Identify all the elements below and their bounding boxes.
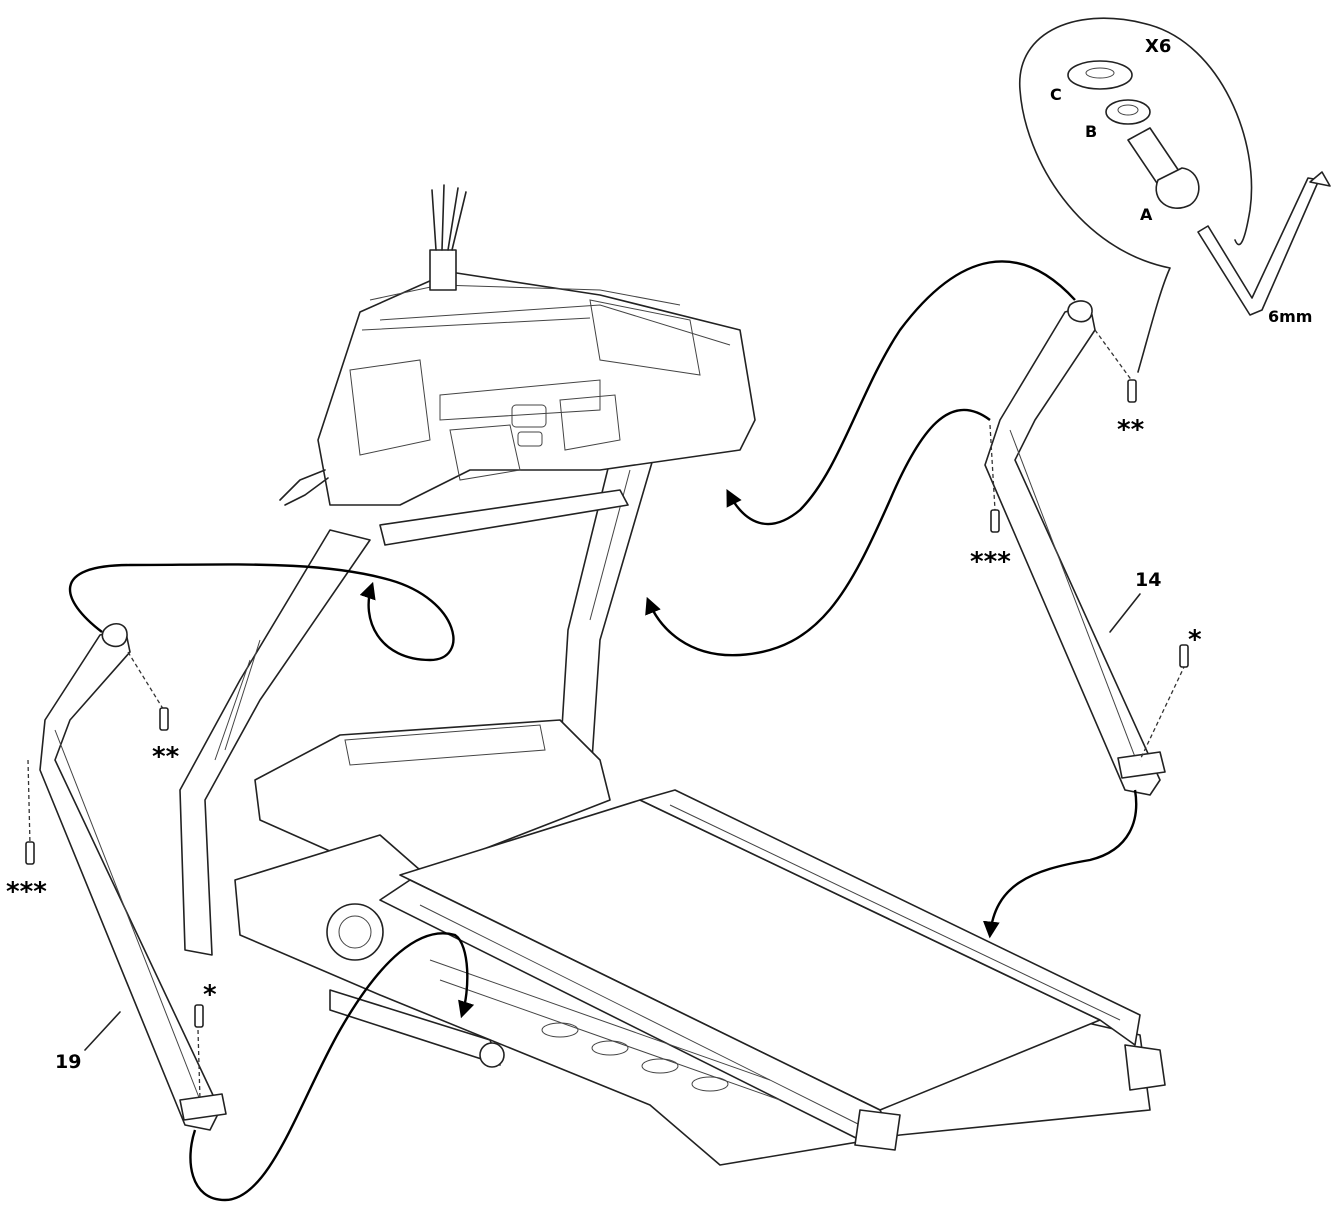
part-label-c: C (1050, 85, 1062, 104)
washer-icon (1105, 99, 1151, 125)
washer-icon (1067, 60, 1133, 90)
fastener-mark-single-left: * (203, 980, 217, 1010)
fastener-mark-triple-right: *** (970, 547, 1011, 577)
left-upright-part-19 (39, 623, 227, 1131)
bolt-icon (25, 379, 1189, 1028)
fastener-mark-double-left: ** (152, 742, 180, 772)
right-upright-part-14 (984, 300, 1166, 796)
tool-size-label: 6mm (1268, 307, 1312, 326)
callout-quantity: X6 (1145, 36, 1171, 57)
bolt-icon (1127, 127, 1200, 209)
part-label-a: A (1140, 205, 1153, 224)
fastener-mark-triple-left: *** (6, 877, 47, 907)
fastener-leaders (27, 329, 1186, 1101)
assembly-arrows (68, 260, 1138, 1202)
labels: 14 19 ** *** * ** *** * (6, 415, 1202, 1073)
part-number-19: 19 (55, 1051, 81, 1073)
treadmill-frame (179, 184, 1166, 1166)
allen-key-icon (1197, 171, 1331, 316)
hardware-callout: X6 C B A 6mm (1019, 17, 1331, 373)
part-number-14: 14 (1135, 569, 1161, 591)
fastener-mark-single-right: * (1188, 625, 1202, 655)
fastener-mark-double-right: ** (1117, 415, 1145, 445)
part-label-b: B (1085, 122, 1097, 141)
